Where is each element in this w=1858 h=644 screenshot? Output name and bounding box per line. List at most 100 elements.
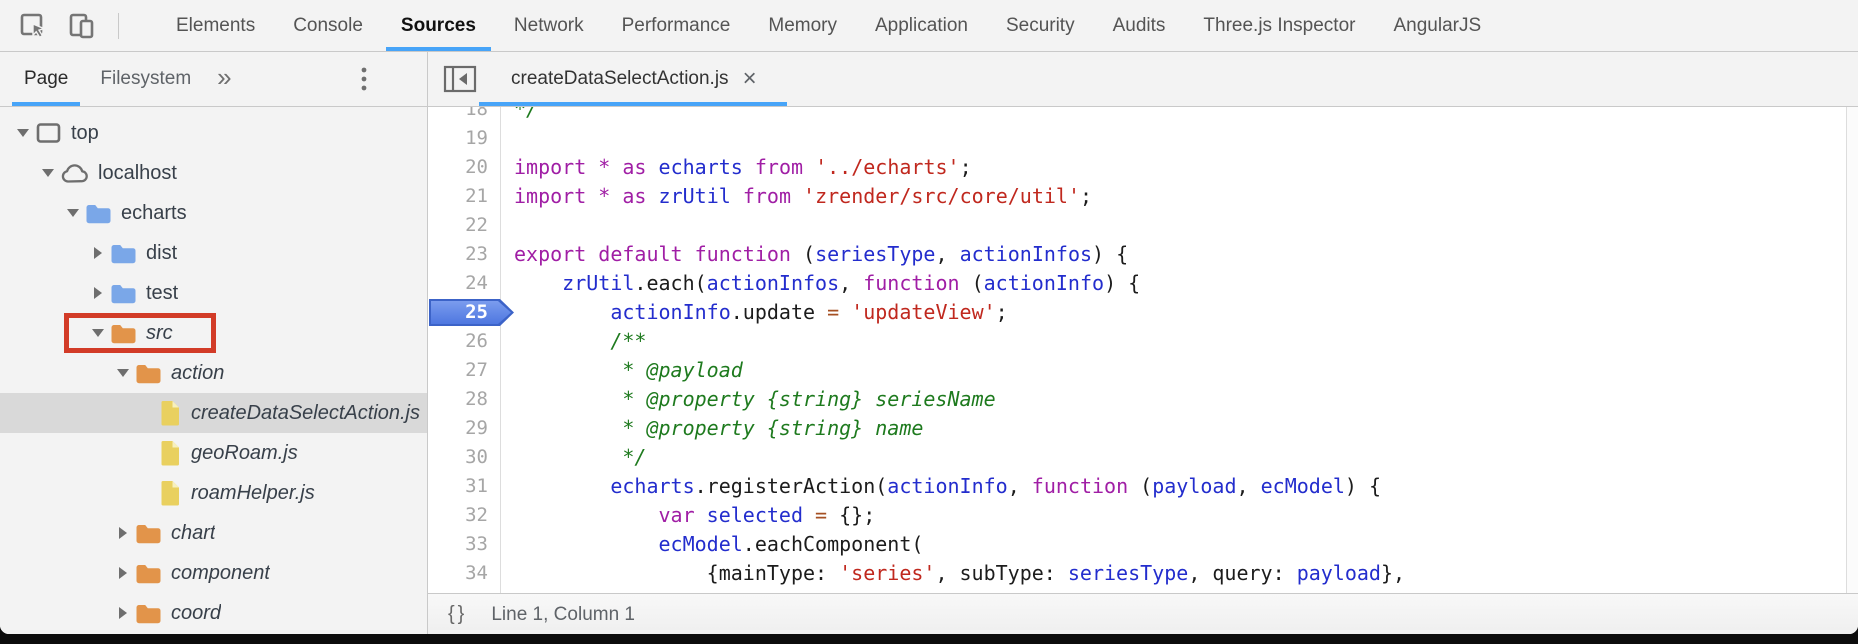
line-number[interactable]: 19 [465,127,488,149]
top-tab-memory[interactable]: Memory [768,14,837,36]
line-number[interactable]: 24 [465,272,488,294]
line-number[interactable]: 30 [465,446,488,468]
code-text[interactable]: */ [514,445,647,469]
hide-navigator-icon[interactable] [443,65,477,93]
code-text[interactable]: /** [610,329,647,353]
top-tab-elements[interactable]: Elements [176,14,256,36]
code-line-25[interactable]: 25 actionInfo.update = 'updateView'; [428,298,1858,327]
code-line-29[interactable]: 29 * @property {string} name [428,414,1858,443]
line-number[interactable]: 22 [465,214,488,236]
code-line-35[interactable]: 35 function (seriesModel) { [428,588,1858,593]
tree-item-src[interactable]: src [0,313,427,353]
disclosure-arrow-icon[interactable] [112,369,134,377]
editor-scrollbar[interactable] [1846,107,1858,593]
more-options-icon[interactable] [349,52,379,106]
tree-item-test[interactable]: test [0,273,427,313]
tree-item-roamhelper-js[interactable]: roamHelper.js [0,473,427,513]
code-text[interactable]: {mainType: 'series', subType: seriesType… [514,561,1406,585]
disclosure-arrow-icon[interactable] [87,247,109,259]
line-number[interactable]: 26 [465,330,488,352]
top-tab-console[interactable]: Console [293,14,363,36]
code-text[interactable]: actionInfo.update = 'updateView'; [610,300,1008,324]
pretty-print-icon[interactable]: {} [444,603,471,626]
tab-overflow-chevron-icon[interactable]: » [217,62,232,92]
code-line-32[interactable]: 32 var selected = {}; [428,501,1858,530]
top-tab-application[interactable]: Application [875,14,968,36]
tree-item-georoam-js[interactable]: geoRoam.js [0,433,427,473]
tree-item-echarts[interactable]: echarts [0,193,427,233]
line-number[interactable]: 21 [465,185,488,207]
tab-page[interactable]: Page [8,52,84,106]
top-tab-angularjs[interactable]: AngularJS [1393,14,1482,36]
file-tab-createdataselectaction[interactable]: createDataSelectAction.js × [479,52,787,106]
disclosure-arrow-icon[interactable] [87,329,109,337]
code-editor[interactable]: 18 */ 19 20 import * as echarts from '../ech… [428,107,1858,593]
code-text[interactable]: * @payload [514,358,743,382]
line-number[interactable]: 34 [465,562,488,584]
tree-item-coord[interactable]: coord [0,593,427,633]
disclosure-arrow-icon[interactable] [87,287,109,299]
code-text[interactable]: export default function (seriesType, act… [514,242,1129,266]
code-text[interactable]: echarts.registerAction(actionInfo, funct… [610,474,1382,498]
code-line-20[interactable]: 20 import * as echarts from '../echarts'; [428,153,1858,182]
disclosure-arrow-icon[interactable] [37,169,59,177]
disclosure-arrow-icon[interactable] [112,607,134,619]
code-line-33[interactable]: 33 ecModel.eachComponent( [428,530,1858,559]
top-tab-sources[interactable]: Sources [382,0,495,51]
tab-filesystem[interactable]: Filesystem [100,68,192,89]
top-tab-audits[interactable]: Audits [1112,14,1166,36]
disclosure-arrow-icon[interactable] [112,567,134,579]
disclosure-arrow-icon[interactable] [112,527,134,539]
disclosure-arrow-icon[interactable] [12,129,34,137]
line-number[interactable]: 23 [465,243,488,265]
code-text[interactable]: zrUtil.each(actionInfos, function (actio… [562,271,1141,295]
line-number[interactable]: 35 [428,588,500,593]
code-line-24[interactable]: 24 zrUtil.each(actionInfos, function (ac… [428,269,1858,298]
code-line-31[interactable]: 31 echarts.registerAction(actionInfo, fu… [428,472,1858,501]
device-toolbar-icon[interactable] [64,8,100,44]
line-number[interactable]: 29 [465,417,488,439]
tree-item-action[interactable]: action [0,353,427,393]
line-number[interactable]: 32 [465,504,488,526]
code-text[interactable]: * @property {string} name [514,416,924,440]
top-tab-performance[interactable]: Performance [621,14,731,36]
code-text[interactable]: ecModel.eachComponent( [658,532,924,556]
inspect-icon[interactable] [16,8,52,44]
code-line-18[interactable]: 18 */ [428,107,1858,124]
execution-line-number[interactable]: 25 [428,298,514,327]
code-line-27[interactable]: 27 * @payload [428,356,1858,385]
code-text[interactable]: var selected = {}; [658,503,876,527]
top-tab-security[interactable]: Security [1005,14,1075,36]
line-number[interactable]: 20 [465,156,488,178]
code-text[interactable] [500,211,514,240]
code-text[interactable]: * @property {string} seriesName [514,387,996,411]
top-tab-network[interactable]: Network [513,14,584,36]
top-tab-three-js-inspector[interactable]: Three.js Inspector [1203,14,1356,36]
code-line-30[interactable]: 30 */ [428,443,1858,472]
line-number[interactable]: 31 [465,475,488,497]
tree-item-dist[interactable]: dist [0,233,427,273]
code-text[interactable]: */ [514,107,539,121]
line-number[interactable]: 33 [465,533,488,555]
code-text[interactable]: import * as zrUtil from 'zrender/src/cor… [514,184,1093,208]
code-line-21[interactable]: 21 import * as zrUtil from 'zrender/src/c… [428,182,1858,211]
code-text[interactable] [500,124,514,153]
line-number[interactable]: 27 [465,359,488,381]
code-line-34[interactable]: 34 {mainType: 'series', subType: seriesT… [428,559,1858,588]
line-number[interactable]: 28 [465,388,488,410]
tree-item-createdataselectaction-js[interactable]: createDataSelectAction.js [0,393,427,433]
line-number[interactable]: 18 [465,107,488,120]
tree-item-component[interactable]: component [0,553,427,593]
disclosure-arrow-icon[interactable] [62,209,84,217]
code-text[interactable]: import * as echarts from '../echarts'; [514,155,972,179]
tree-item-top[interactable]: top [0,113,427,153]
code-line-23[interactable]: 23 export default function (seriesType, a… [428,240,1858,269]
close-icon[interactable]: × [742,65,757,92]
code-line-28[interactable]: 28 * @property {string} seriesName [428,385,1858,414]
code-line-26[interactable]: 26 /** [428,327,1858,356]
code-text[interactable]: function (seriesModel) { [500,588,996,593]
code-line-22[interactable]: 22 [428,211,1858,240]
tree-item-chart[interactable]: chart [0,513,427,553]
tree-item-localhost[interactable]: localhost [0,153,427,193]
code-line-19[interactable]: 19 [428,124,1858,153]
